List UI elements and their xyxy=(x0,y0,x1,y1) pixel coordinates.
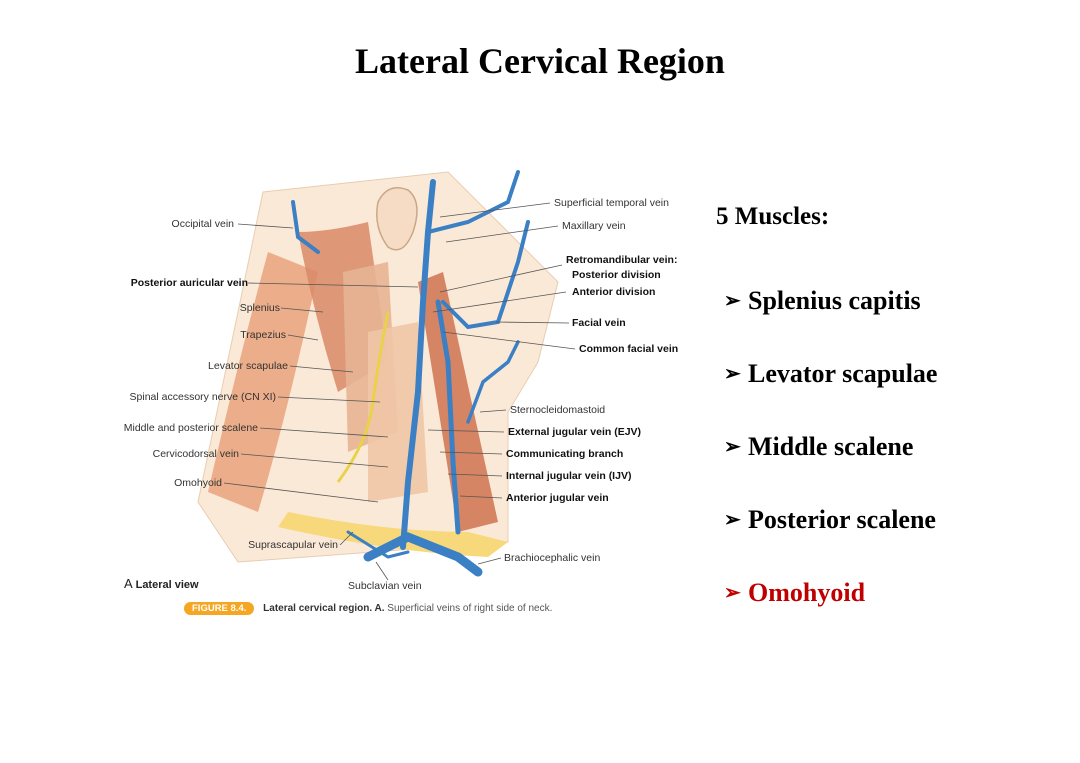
arrow-bullet-icon: ➢ xyxy=(724,436,741,458)
label-subclavian-vein: Subclavian vein xyxy=(348,580,422,592)
muscle-item-posterior-scalene: ➢ Posterior scalene xyxy=(724,505,937,578)
muscle-item-middle-scalene: ➢ Middle scalene xyxy=(724,432,937,505)
label-communicating-branch: Communicating branch xyxy=(506,448,624,460)
ear-illustration xyxy=(376,187,418,251)
label-levator-scapulae: Levator scapulae xyxy=(208,360,288,372)
label-maxillary-vein: Maxillary vein xyxy=(562,220,626,232)
label-cervicodorsal-vein: Cervicodorsal vein xyxy=(152,448,239,460)
arrow-bullet-icon: ➢ xyxy=(724,290,741,312)
label-brachiocephalic-vein: Brachiocephalic vein xyxy=(504,552,601,564)
arrow-bullet-icon: ➢ xyxy=(724,509,741,531)
sternocleidomastoid-muscle xyxy=(418,272,498,532)
label-sternocleidomastoid: Sternocleidomastoid xyxy=(510,404,606,416)
figure-badge: FIGURE 8.4. xyxy=(184,602,255,615)
muscle-label: Posterior scalene xyxy=(748,505,936,534)
muscles-heading: 5 Muscles: xyxy=(716,203,830,230)
arrow-bullet-icon: ➢ xyxy=(724,582,741,604)
muscle-item-splenius-capitis: ➢ Splenius capitis xyxy=(724,286,937,359)
muscle-label: Omohyoid xyxy=(748,578,866,607)
label-middle-posterior-scalene: Middle and posterior scalene xyxy=(123,422,258,434)
label-retromandibular-vein: Retromandibular vein: xyxy=(566,254,678,266)
label-occipital-vein: Occipital vein xyxy=(171,218,234,230)
label-posterior-division: Posterior division xyxy=(572,269,661,281)
view-label-text: Lateral view xyxy=(135,579,199,591)
label-anterior-jugular-vein: Anterior jugular vein xyxy=(506,492,609,504)
muscle-item-levator-scapulae: ➢ Levator scapulae xyxy=(724,359,937,432)
muscle-label: Middle scalene xyxy=(748,432,914,461)
arrow-bullet-icon: ➢ xyxy=(724,363,741,385)
label-omohyoid: Omohyoid xyxy=(174,477,222,489)
caption-text: Superficial veins of right side of neck. xyxy=(387,603,553,614)
muscle-item-omohyoid: ➢ Omohyoid xyxy=(724,578,937,651)
anatomy-figure: Occipital vein Posterior auricular vein … xyxy=(88,162,708,632)
neck-illustration xyxy=(197,170,576,581)
label-posterior-auricular-vein: Posterior auricular vein xyxy=(130,277,248,289)
view-letter: A xyxy=(124,576,132,591)
label-trapezius: Trapezius xyxy=(240,329,286,341)
figure-caption: FIGURE 8.4. Lateral cervical region. A. … xyxy=(184,602,552,618)
caption-bold: Lateral cervical region. A. xyxy=(263,603,385,614)
muscle-label: Levator scapulae xyxy=(748,359,938,388)
label-internal-jugular-vein: Internal jugular vein (IJV) xyxy=(506,470,632,482)
omohyoid-band xyxy=(278,512,508,557)
label-anterior-division: Anterior division xyxy=(572,286,656,298)
label-suprascapular-vein: Suprascapular vein xyxy=(248,539,338,551)
muscle-label: Splenius capitis xyxy=(748,286,921,315)
label-common-facial-vein: Common facial vein xyxy=(579,343,679,355)
slide-title: Lateral Cervical Region xyxy=(355,41,725,81)
label-facial-vein: Facial vein xyxy=(572,317,626,329)
trapezius-muscle xyxy=(208,252,318,512)
label-spinal-accessory-nerve: Spinal accessory nerve (CN XI) xyxy=(129,391,276,403)
label-external-jugular-vein: External jugular vein (EJV) xyxy=(508,426,642,438)
leader-lines xyxy=(223,202,576,581)
muscle-list: ➢ Splenius capitis ➢ Levator scapulae ➢ Mid… xyxy=(724,286,937,651)
view-label: A Lateral view xyxy=(124,576,199,591)
label-superficial-temporal-vein: Superficial temporal vein xyxy=(554,197,669,209)
label-splenius: Splenius xyxy=(239,302,280,314)
